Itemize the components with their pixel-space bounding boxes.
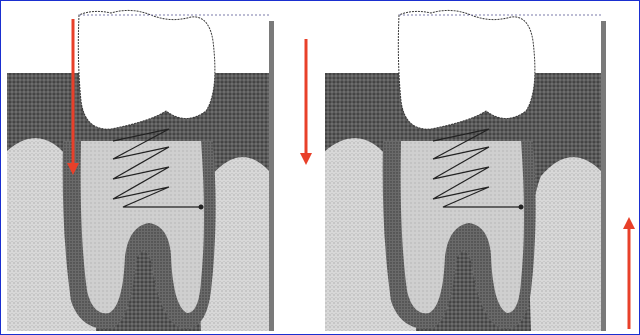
tooth-crown-icon — [398, 10, 535, 129]
panel-right — [321, 1, 640, 334]
tooth-crown-icon — [78, 10, 215, 129]
implant-anchor-dot — [519, 205, 524, 210]
bone-light-right — [530, 157, 601, 331]
implant-anchor-dot — [199, 205, 204, 210]
tooth-diagram-left — [1, 1, 321, 334]
wall-bar — [601, 21, 606, 331]
tooth-diagram-right — [321, 1, 640, 334]
panel-left — [1, 1, 321, 334]
wall-bar — [269, 21, 274, 331]
